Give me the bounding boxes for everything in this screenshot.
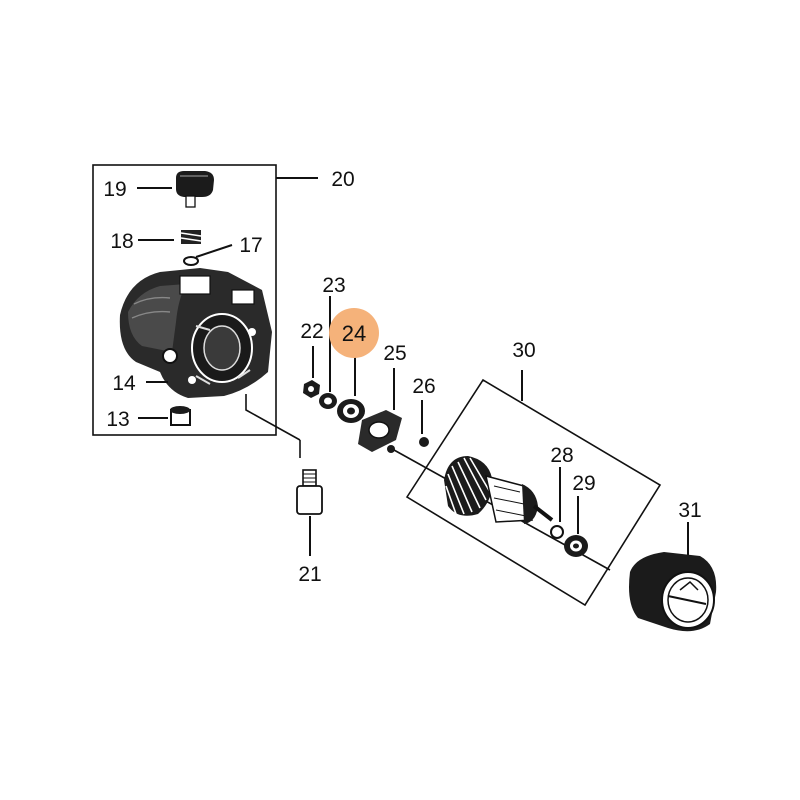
- part-30-rotor: [393, 449, 611, 571]
- callout-13: 13: [106, 408, 129, 431]
- callout-31: 31: [678, 499, 701, 522]
- part-17-washer: [183, 244, 233, 266]
- part-19-lock-button: [137, 171, 214, 208]
- callout-24: 24: [342, 321, 366, 346]
- part-22-nut: [303, 346, 320, 398]
- callout-30: 30: [512, 339, 535, 362]
- part-13-bushing: [138, 406, 191, 426]
- assembly-box-30: [405, 370, 662, 607]
- callout-26: 26: [412, 375, 435, 398]
- part-31-sleeve: [629, 522, 717, 632]
- part-21-pin: [296, 440, 323, 556]
- highlight-circle: [329, 308, 379, 358]
- callout-20: 20: [331, 168, 354, 191]
- callout-28: 28: [550, 444, 573, 467]
- callout-23: 23: [322, 274, 345, 297]
- callout-18: 18: [110, 230, 133, 253]
- part-24-bearing: [337, 354, 365, 423]
- callout-19: 19: [103, 178, 126, 201]
- callout-17: 17: [239, 234, 262, 257]
- part-23-washer: [319, 296, 337, 409]
- part-26-screw: [419, 400, 429, 447]
- part-25-plate: [358, 368, 402, 453]
- callout-14: 14: [112, 372, 136, 395]
- callout-21: 21: [298, 563, 321, 586]
- callout-25: 25: [383, 342, 406, 365]
- part-18-spring: [138, 230, 202, 244]
- assembly-box-20: [92, 164, 318, 436]
- part-29-bearing: [564, 496, 588, 557]
- callout-29: 29: [572, 472, 595, 495]
- callout-22: 22: [300, 320, 323, 343]
- gear-housing: [119, 268, 301, 441]
- part-28-washer: [550, 467, 564, 539]
